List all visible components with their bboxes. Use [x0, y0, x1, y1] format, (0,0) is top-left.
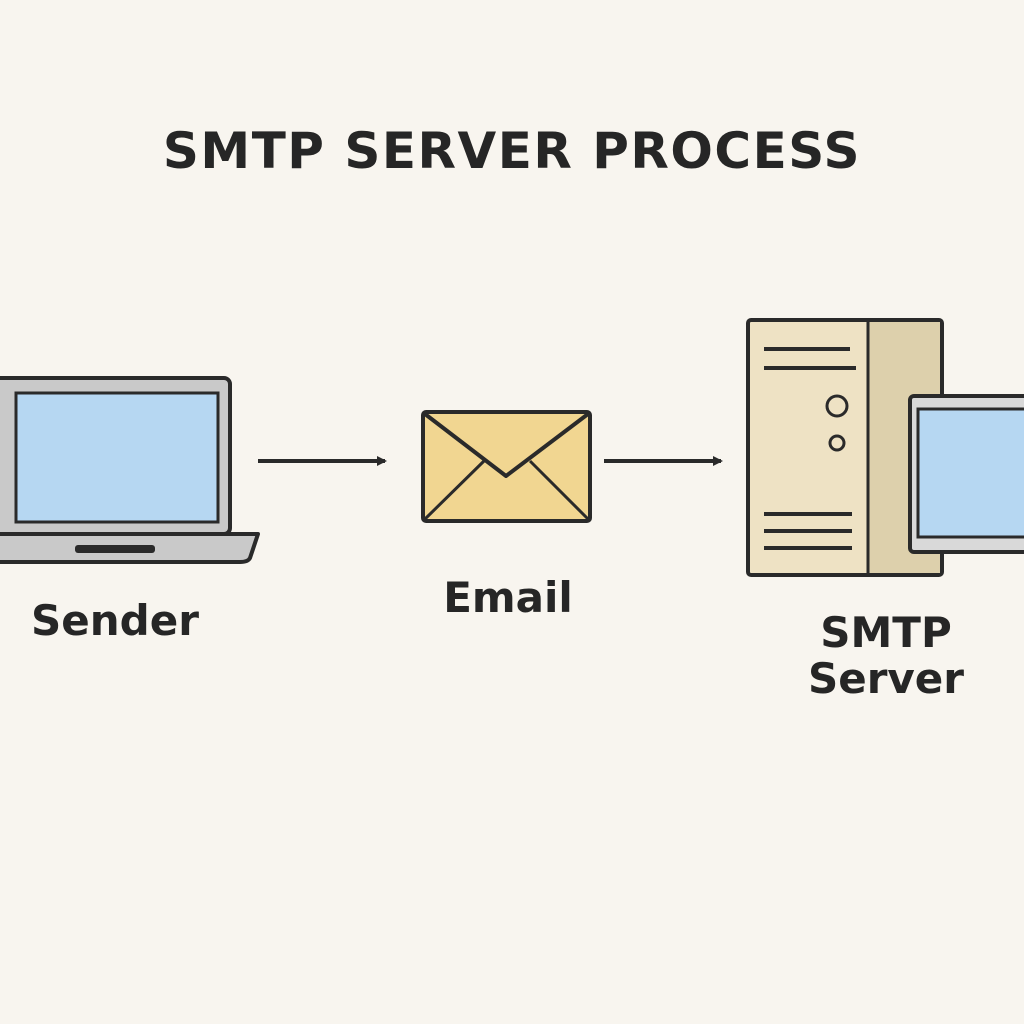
- smtp-server-label: SMTP Server: [776, 608, 996, 704]
- envelope-icon: [421, 410, 592, 523]
- diagram-title: SMTP SERVER PROCESS: [162, 122, 862, 180]
- email-label: Email: [443, 573, 573, 622]
- monitor-icon: [908, 394, 1024, 554]
- smtp-server-label-line2: Server: [807, 654, 965, 704]
- sender-label: Sender: [31, 596, 199, 645]
- smtp-server-label-line1: SMTP: [820, 608, 952, 657]
- laptop-icon: [0, 376, 260, 564]
